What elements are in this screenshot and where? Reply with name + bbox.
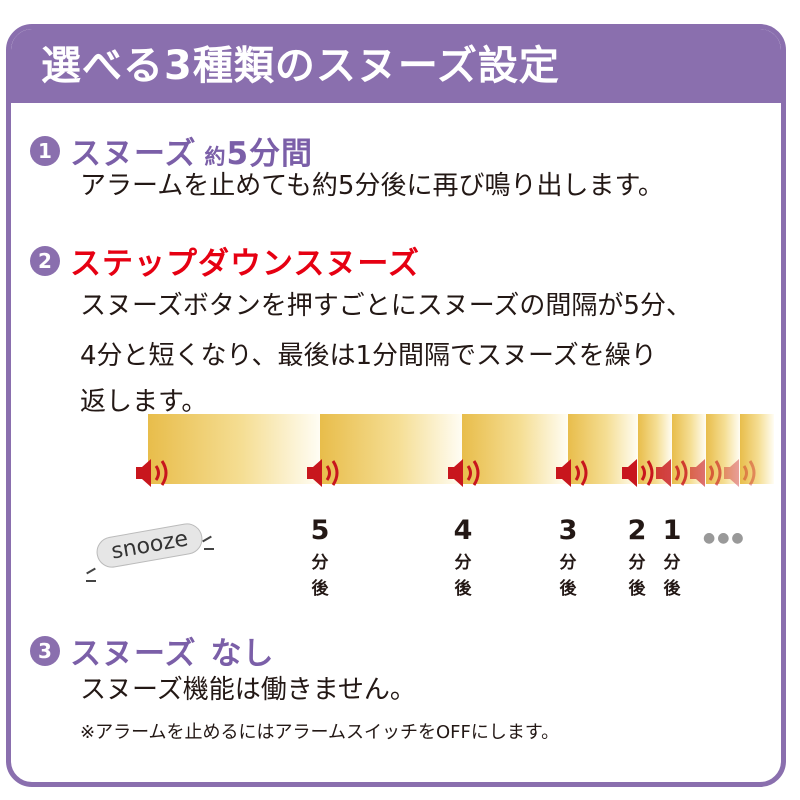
tick-5-unit: 分 (311, 553, 329, 573)
section-3-note: ※アラームを止めるにはアラームスイッチをOFFにします。 (80, 722, 560, 743)
section-2-heading: 2 ステップダウンスヌーズ (30, 238, 420, 283)
header-title: 選べる3種類のスヌーズ設定 (41, 43, 560, 89)
section-3-description: スヌーズ機能は働きません。 (80, 675, 416, 705)
tick-3-after: 後 (559, 579, 577, 599)
speaker-icon (554, 457, 588, 489)
timeline-bar-2 (320, 414, 462, 484)
speaker-icon (654, 457, 688, 489)
tick-4-unit: 分 (454, 553, 472, 573)
tick-1-unit: 分 (663, 553, 681, 573)
tick-2-unit: 分 (628, 553, 646, 573)
tick-2-number: 2 (627, 515, 647, 546)
section-2-title: ステップダウンスヌーズ (70, 246, 420, 282)
speaker-icon (722, 457, 756, 489)
spark-line (204, 548, 214, 550)
tick-1-number: 1 (662, 515, 682, 546)
panel-frame: 選べる3種類のスヌーズ設定 (6, 24, 786, 787)
section-1-title-prefix: 約 (204, 145, 227, 169)
section-3-title: スヌーズなし (70, 628, 274, 673)
section-2-badge: 2 (30, 245, 60, 276)
section-3-heading: 3 スヌーズなし (30, 628, 274, 673)
tick-3-number: 3 (558, 515, 578, 546)
tick-5-number: 5 (310, 515, 330, 546)
continuation-dots: ●●● (703, 530, 746, 546)
header-bar: 選べる3種類のスヌーズ設定 (11, 29, 781, 103)
section-2-description-line-3: 返します。 (80, 387, 208, 417)
timeline-bar-3 (462, 414, 568, 484)
tick-1-after: 後 (663, 579, 681, 599)
speaker-icon (620, 457, 654, 489)
section-3-title-text: スヌーズ (70, 636, 197, 672)
tick-2-after: 後 (628, 579, 646, 599)
section-1-badge: 1 (30, 135, 60, 166)
section-1-title-text: スヌーズ (70, 136, 197, 172)
tick-3-unit: 分 (559, 553, 577, 573)
section-1-title: スヌーズ約5分間 (70, 128, 313, 173)
timeline-bar-1 (148, 414, 320, 484)
tick-5-after: 後 (311, 579, 329, 599)
section-2-description-line-1: スヌーズボタンを押すごとにスヌーズの間隔が5分、 (80, 291, 692, 321)
section-1-title-suffix: 5分間 (226, 136, 314, 172)
speaker-icon (134, 457, 168, 489)
section-1-description: アラームを止めても約5分後に再び鳴り出します。 (80, 171, 664, 201)
spark-line (86, 580, 96, 582)
tick-4-number: 4 (453, 515, 473, 546)
speaker-icon (688, 457, 722, 489)
speaker-icon (446, 457, 480, 489)
section-3-title-suffix: なし (210, 636, 275, 672)
section-1-heading: 1 スヌーズ約5分間 (30, 128, 313, 173)
speaker-icon (305, 457, 339, 489)
section-3-badge: 3 (30, 635, 60, 666)
tick-4-after: 後 (454, 579, 472, 599)
section-2-description-line-2: 4分と短くなり、最後は1分間隔でスヌーズを繰り (80, 341, 657, 371)
